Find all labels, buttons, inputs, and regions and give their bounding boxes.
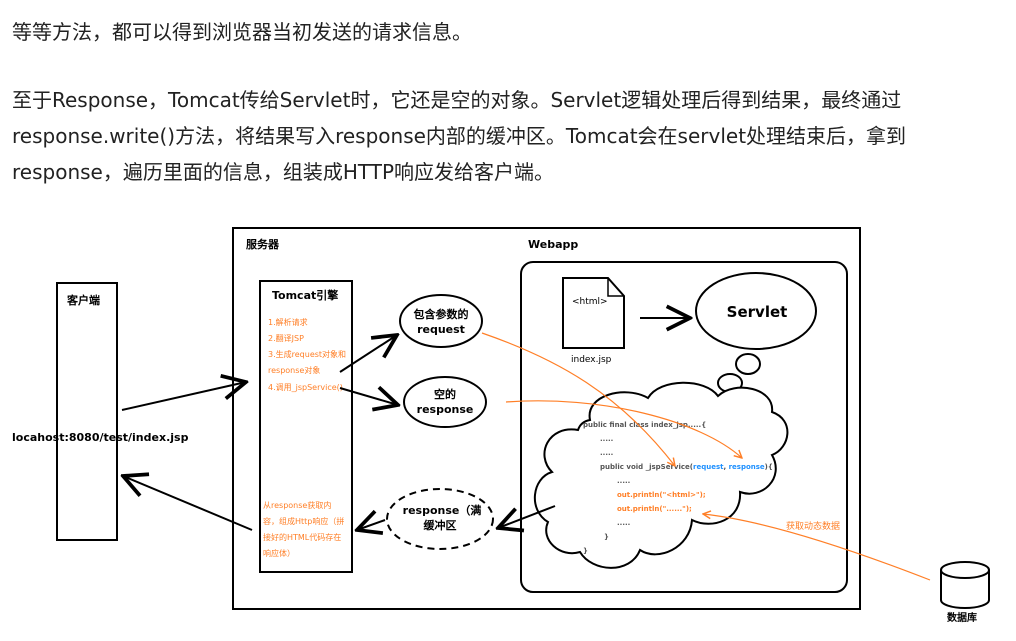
tomcat-note-line: 从response获取内	[263, 500, 331, 510]
tomcat-title: Tomcat引擎	[272, 288, 338, 302]
request-ellipse-line1: 包含参数的	[413, 307, 469, 321]
html-file-icon	[562, 277, 625, 349]
code-line: .....	[617, 477, 630, 485]
code-line: out.println("......");	[617, 505, 692, 513]
request-ellipse	[399, 294, 483, 348]
tomcat-step: 3.生成request对象和	[268, 349, 346, 359]
tomcat-step: 4.调用_jspService()	[268, 383, 343, 392]
code-param-response: response	[729, 463, 765, 471]
server-box	[232, 227, 861, 610]
paragraph-response: 至于Response，Tomcat传给Servlet时，它还是空的对象。Serv…	[12, 88, 907, 184]
tomcat-step: 1.解析请求	[268, 317, 308, 327]
client-title: 客户端	[66, 293, 100, 307]
response-ellipse-line1: 空的	[434, 387, 456, 401]
code-line: .....	[617, 519, 630, 527]
code-param-request: request	[693, 463, 724, 471]
database-label: 数据库	[947, 611, 977, 624]
response-ellipse-line2: response	[417, 403, 474, 416]
buffer-ellipse-line2: 缓冲区	[424, 518, 457, 532]
arrow-tomcat-to-client	[123, 476, 253, 531]
tomcat-steps: 1.解析请求 2.翻译JSP 3.生成request对象和 response对象…	[268, 317, 346, 392]
paragraph-intro: 等等方法，都可以得到浏览器当初发送的请求信息。	[12, 20, 472, 44]
request-ellipse-line2: request	[417, 323, 465, 336]
code-param-separator: ,	[723, 463, 728, 471]
tomcat-response-note: 从response获取内 容，组成Http响应（拼 接好的HTML代码存在 响应…	[263, 500, 344, 558]
code-line: }	[604, 533, 609, 541]
tomcat-step: 2.翻译JSP	[268, 334, 304, 343]
arrow-tomcat-to-request	[339, 335, 397, 373]
code-block: public final class index_jsp.....{ .....…	[583, 421, 773, 555]
arrow-tomcat-to-response	[339, 388, 398, 405]
thought-bubble	[735, 353, 761, 375]
tomcat-step: response对象	[268, 365, 320, 375]
client-url: locahost:8080/test/index.jsp	[12, 431, 189, 444]
code-line: .....	[600, 449, 613, 457]
webapp-box	[520, 261, 848, 593]
code-line: }	[583, 547, 588, 555]
html-file-name: index.jsp	[571, 355, 612, 365]
database-icon	[940, 561, 990, 609]
tomcat-note-line: 响应体）	[263, 548, 295, 558]
buffer-ellipse	[386, 488, 494, 550]
orange-arrow-response	[505, 400, 742, 458]
server-title: 服务器	[246, 237, 280, 251]
arrow-buffer-to-tomcat	[357, 520, 386, 530]
client-box	[56, 282, 118, 541]
code-line: out.println("<html>");	[617, 491, 706, 499]
code-line: public final class index_jsp.....{	[583, 421, 706, 429]
code-cloud	[533, 381, 789, 569]
buffer-ellipse-line1: response（满	[403, 503, 482, 517]
code-sig-close: ){	[765, 463, 773, 471]
empty-response-ellipse	[403, 376, 487, 428]
code-jspservice-sig: public void _jspService(	[600, 463, 693, 471]
orange-arrow-request	[481, 332, 675, 466]
arrow-client-to-tomcat	[121, 382, 246, 411]
code-line: public void _jspService(request, respons…	[600, 463, 773, 471]
servlet-label: Servlet	[727, 303, 788, 321]
tomcat-note-line: 接好的HTML代码存在	[263, 532, 341, 542]
dynamic-data-label: 获取动态数据	[786, 520, 840, 532]
servlet-ellipse	[695, 272, 817, 350]
tomcat-note-line: 容，组成Http响应（拼	[263, 516, 344, 526]
code-line: .....	[600, 435, 613, 443]
html-file-tag: <html>	[572, 297, 608, 307]
arrow-cloud-to-buffer	[498, 505, 556, 528]
tomcat-engine-box	[259, 280, 353, 573]
orange-arrow-database	[703, 514, 931, 581]
webapp-title: Webapp	[528, 238, 578, 251]
